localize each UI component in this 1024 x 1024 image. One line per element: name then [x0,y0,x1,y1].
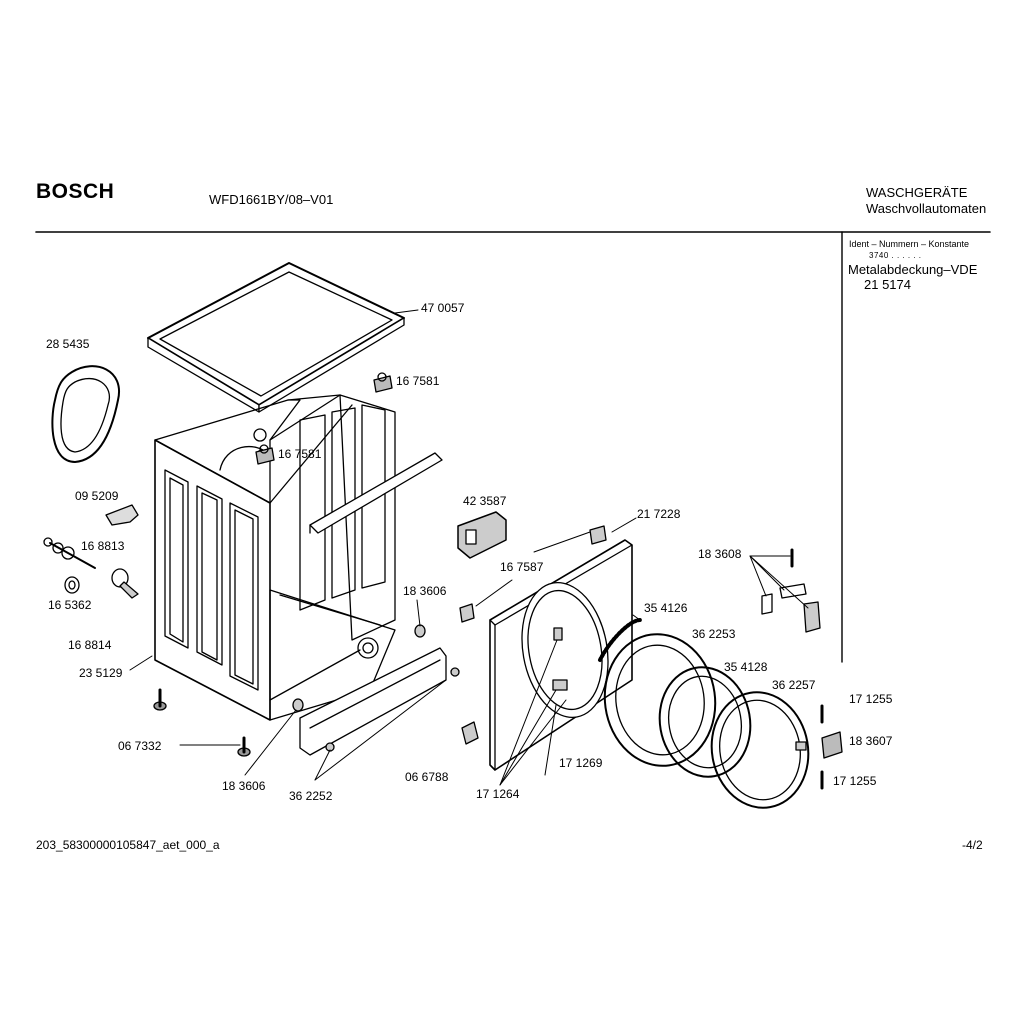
part-label: 06 6788 [405,770,449,784]
clip-16-7581-a [373,372,393,393]
clip-16-7581-b [255,444,275,465]
part-label: 06 7332 [118,739,162,753]
washer-16-5362 [64,576,80,594]
foot-06-7332-b [237,736,251,757]
seal-ring [51,365,121,463]
part-label: 23 5129 [79,666,123,680]
part-label: 36 2253 [692,627,736,641]
brand-logo: BOSCH [36,180,115,203]
part-label: 18 3606 [222,779,266,793]
hinge-06-6788 [461,721,479,745]
part-label: 42 3587 [463,494,507,508]
plinth-panel [299,647,460,756]
screw-18-3606-b [292,698,304,712]
part-label: 17 1255 [833,774,877,788]
part-label: 36 2252 [289,789,333,803]
door-hinge-35-4126 [598,618,642,662]
screw-18-3606-a [414,624,426,638]
cabinet-body [154,394,396,721]
door-lock-42-3587 [457,511,507,559]
bracket-09-5209 [105,504,139,526]
door-ring-36-2253 [603,633,717,767]
page-number: -4/2 [962,838,983,852]
part-label: 21 7228 [637,507,681,521]
part-label: 47 0057 [421,301,465,315]
cross-brace [309,452,443,534]
category-title: WASCHGERÄTE [866,185,968,200]
part-label: 35 4128 [724,660,768,674]
part-label: 16 7587 [500,560,544,574]
clip-group-18-3608 [761,583,821,633]
part-label: 18 3608 [698,547,742,561]
door-glass-35-4128 [658,666,752,778]
front-panel [489,539,633,771]
part-label: 16 8813 [81,539,125,553]
clip-21-7228 [589,525,607,545]
part-label: 28 5435 [46,337,90,351]
part-label: 18 3606 [403,584,447,598]
part-label: 35 4126 [644,601,688,615]
part-label: 16 5362 [48,598,92,612]
part-label: 16 8814 [68,638,112,652]
part-label: 17 1264 [476,787,520,801]
foot-16-8814 [111,568,139,599]
part-label: 17 1255 [849,692,893,706]
part-label: 18 3607 [849,734,893,748]
part-label: 36 2257 [772,678,816,692]
bolt-16-8813 [43,537,96,569]
door-frame-36-2257 [710,691,810,809]
document-id: 203_58300000105847_aet_000_a [36,838,220,852]
ident-number: 21 5174 [864,277,911,292]
cover-18-3607 [821,731,843,759]
part-label: 17 1269 [559,756,603,770]
clip-16-7587 [459,603,475,623]
ident-value: 3740 . . . . . . [869,251,922,260]
part-label: 16 7581 [396,374,440,388]
leader-lines [129,309,809,786]
ident-description: Metalabdeckung–VDE [848,262,978,277]
part-label: 09 5209 [75,489,119,503]
foot-06-7332-a [153,688,167,711]
top-cover [147,262,405,413]
ident-header: Ident – Nummern – Konstante [849,239,970,249]
model-number: WFD1661BY/08–V01 [209,192,334,207]
part-label: 16 7581 [278,447,322,461]
category-subtitle: Waschvollautomaten [866,201,987,216]
